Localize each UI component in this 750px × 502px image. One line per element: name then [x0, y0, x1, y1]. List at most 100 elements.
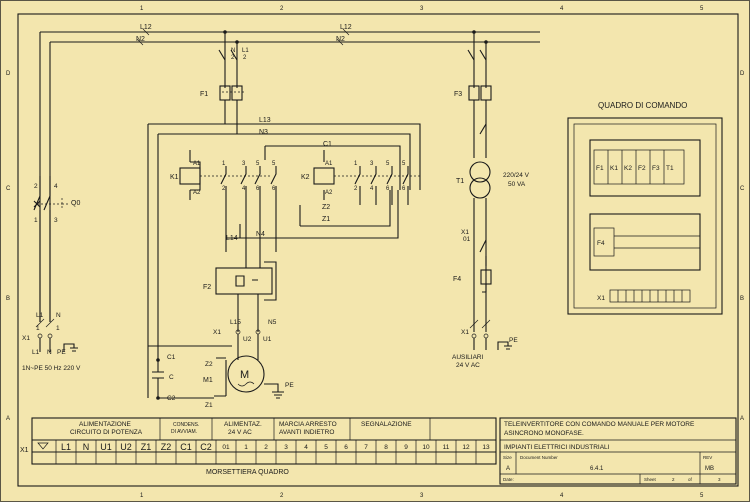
border-col-5-bottom: 5 — [700, 493, 704, 499]
control-panel-drawing — [567, 117, 723, 315]
border-row-d: D — [6, 71, 11, 77]
strip-cell-10: 10 — [422, 444, 430, 451]
tb-desc2: ASINCRONO MONOFASE. — [504, 430, 584, 437]
border-row-c-right: C — [740, 186, 745, 192]
panel-slot-k1: K1 — [610, 165, 618, 172]
supply-n-num: 1 — [56, 325, 60, 332]
border-col-2-bottom: 2 — [280, 493, 284, 499]
k1-t5: 5 — [256, 161, 260, 167]
q0-t2: 2 — [34, 183, 38, 190]
f2-thermal-relay — [215, 267, 273, 295]
supply-rating: 1N~PE 50 Hz 220 V — [22, 365, 81, 372]
border-row-c: C — [6, 186, 11, 192]
f1-l-num: 2 — [243, 55, 247, 61]
tb-docnum-label: Document Number — [520, 455, 558, 460]
f1-n-label: N — [231, 48, 235, 54]
tb-sheet-label: Sheet — [644, 477, 657, 482]
f2-label: F2 — [203, 284, 211, 291]
border-col-1: 1 — [140, 6, 144, 12]
border-row-d-right: D — [740, 71, 745, 77]
f3-feed — [473, 32, 487, 88]
strip-cell-11: 11 — [443, 444, 450, 451]
aux-01-label: 01 — [463, 236, 471, 243]
bus-n2-label-right: N2 — [336, 36, 345, 43]
border-col-3-bottom: 3 — [420, 493, 424, 499]
border-col-4: 4 — [560, 6, 564, 12]
tb-docnum: 6.4.1 — [590, 466, 604, 472]
supply-l-label: L1 — [36, 312, 44, 319]
u2-label: U2 — [243, 336, 252, 343]
border-col-2: 2 — [280, 6, 284, 12]
aux-branch — [467, 49, 512, 350]
strip-cell-9: 9 — [404, 444, 408, 451]
f1-n-num: 2 — [231, 55, 235, 61]
power-path — [148, 205, 277, 352]
panel-slot-f4: F4 — [597, 240, 605, 247]
tb-of-label: of — [688, 477, 693, 482]
bus-z1-label: Z1 — [322, 216, 330, 223]
tb-size: A — [506, 466, 510, 472]
panel-slot-f2: F2 — [638, 165, 646, 172]
supply-term-pe: PE — [57, 349, 66, 356]
strip-cell-Z2: Z2 — [161, 442, 172, 452]
k1-t6b: 6 — [272, 186, 276, 192]
strip-cell-C1: C1 — [180, 442, 192, 452]
grp-marcia-b: AVANTI INDIETRO — [279, 429, 334, 436]
border-col-4-bottom: 4 — [560, 493, 564, 499]
border-col-5: 5 — [700, 6, 704, 12]
tb-company: IMPIANTI ELETTRICI INDUSTRIALI — [504, 444, 610, 451]
tb-desc1: TELEINVERTITORE CON COMANDO MANUALE PER … — [504, 421, 695, 428]
grp-alim-b: CIRCUITO DI POTENZA — [70, 429, 143, 436]
k1-contactor — [179, 150, 277, 205]
f1-l-label: L1 — [242, 48, 249, 54]
cap-c-label: C — [169, 374, 174, 381]
motor-z2-label: Z2 — [205, 361, 213, 368]
k2-t4: 4 — [370, 186, 374, 192]
k2-t6: 6 — [386, 186, 390, 192]
k1-t5b: 5 — [272, 161, 276, 167]
panel-slot-f1: F1 — [596, 165, 604, 172]
grp-alimz-b: 24 V AC — [228, 429, 252, 436]
bus-n3-label: N3 — [259, 129, 268, 136]
sheet-inner-border — [17, 13, 739, 487]
k1-a1-label: A1 — [193, 161, 201, 167]
control-wiring — [147, 116, 421, 395]
f4-label: F4 — [453, 276, 461, 283]
supply-term-n: N — [47, 349, 52, 356]
k1-t4: 4 — [242, 186, 246, 192]
strip-cell-4: 4 — [304, 444, 308, 451]
f1-label: F1 — [200, 91, 208, 98]
t1-rating1: 220/24 V — [503, 172, 530, 179]
m1-label: M1 — [203, 377, 213, 384]
strip-cell-8: 8 — [384, 444, 388, 451]
q0-t1: 1 — [34, 217, 38, 224]
k1-t6: 6 — [256, 186, 260, 192]
tb-sheet: 2 — [672, 477, 675, 482]
panel-slot-t1: T1 — [666, 165, 674, 172]
terminal-strip — [31, 417, 497, 465]
border-row-b: B — [6, 296, 10, 302]
supply-term-l1: L1 — [32, 349, 40, 356]
x1-u2-label: X1 — [213, 329, 221, 336]
q0-label: Q0 — [71, 200, 80, 207]
bus-l12-label: L12 — [140, 24, 152, 31]
panel-title: QUADRO DI COMANDO — [598, 101, 687, 110]
aux-line1: AUSILIARI — [452, 354, 484, 361]
f3-label: F3 — [454, 91, 462, 98]
tb-date-label: Date: — [503, 477, 514, 482]
grp-marcia-a: MARCIA ARRESTO — [279, 421, 337, 428]
grp-alim-a: ALIMENTAZIONE — [79, 421, 132, 428]
bus-l14-label: L14 — [226, 235, 238, 242]
strip-cell-01: 01 — [222, 444, 230, 451]
strip-cell-13: 13 — [482, 444, 490, 451]
q0-main-switch — [33, 176, 70, 322]
motor-m1 — [158, 352, 284, 399]
strip-footer: MORSETTIERA QUADRO — [206, 469, 289, 476]
grp-segn: SEGNALAZIONE — [361, 421, 412, 428]
k2-t6b: 6 — [402, 186, 406, 192]
border-row-a-right: A — [740, 416, 744, 422]
aux-line2: 24 V AC — [456, 362, 480, 369]
bus-c1-label: C1 — [323, 141, 332, 148]
